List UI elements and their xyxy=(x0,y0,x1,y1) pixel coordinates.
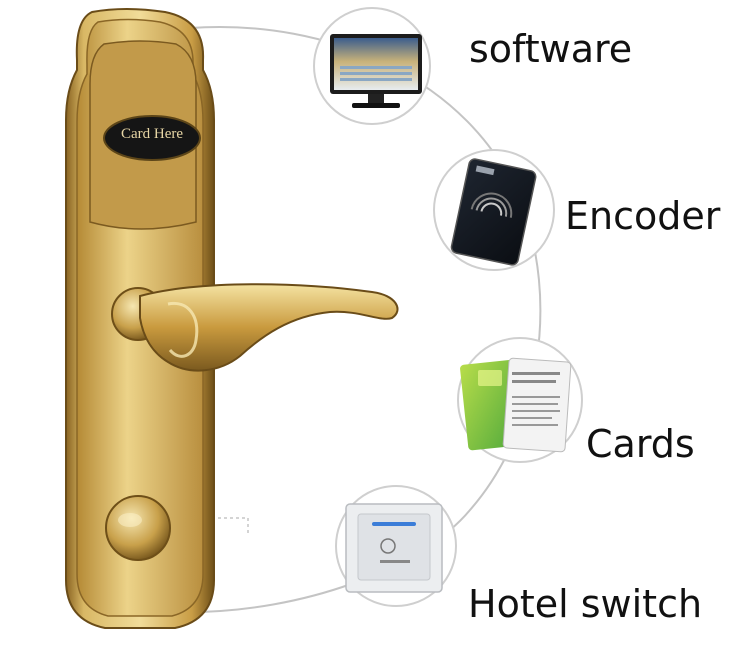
encoder-bubble xyxy=(433,149,555,271)
encoder-label: Encoder xyxy=(565,194,721,238)
door-lock xyxy=(65,8,399,629)
hotel-switch-label: Hotel switch xyxy=(468,582,703,626)
hotel-switch-bubble xyxy=(335,485,457,607)
cards-label: Cards xyxy=(586,422,695,466)
cards-bubble xyxy=(457,337,583,463)
software-bubble xyxy=(313,7,431,125)
card-reader xyxy=(103,115,201,161)
monitor-screen xyxy=(334,38,418,90)
software-label: software xyxy=(469,27,633,71)
card-here-label: Card Here xyxy=(120,126,184,142)
key-cover xyxy=(105,495,171,561)
lever-handle xyxy=(139,283,399,372)
